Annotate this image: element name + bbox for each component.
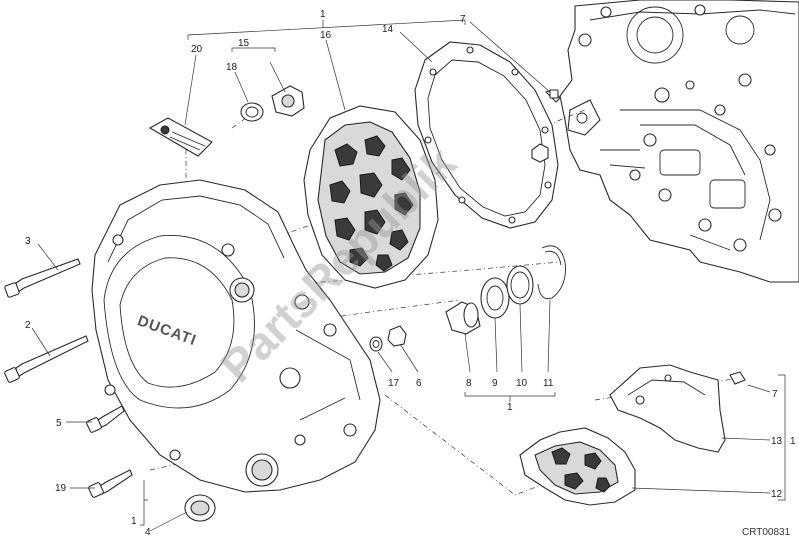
callout-1-top: 1 xyxy=(320,9,326,20)
callout-20: 20 xyxy=(191,44,203,55)
callout-1-mid: 1 xyxy=(507,402,513,413)
bracket-assembly xyxy=(519,427,636,506)
callout-16: 16 xyxy=(320,30,332,41)
callout-14: 14 xyxy=(382,24,394,35)
callout-13: 13 xyxy=(771,436,783,447)
callout-12: 12 xyxy=(771,489,783,500)
callout-5: 5 xyxy=(56,418,62,429)
callout-1-bottom: 1 xyxy=(131,516,137,527)
callout-8: 8 xyxy=(466,378,472,389)
callout-18: 18 xyxy=(226,62,238,73)
washer-and-nut xyxy=(369,325,407,352)
guard-cover xyxy=(609,364,726,453)
callout-7-right: 7 xyxy=(772,389,778,400)
drawing-code: CRT00831 xyxy=(742,527,791,538)
screws xyxy=(4,89,746,498)
callout-4: 4 xyxy=(145,527,151,538)
callout-9: 9 xyxy=(492,378,498,389)
crankcase-drawing xyxy=(559,0,799,283)
callout-17: 17 xyxy=(388,378,400,389)
label-plate xyxy=(148,117,213,157)
callout-3: 3 xyxy=(25,236,31,247)
callout-10: 10 xyxy=(516,378,528,389)
callout-11: 11 xyxy=(543,378,554,389)
callout-7-top: 7 xyxy=(460,14,466,25)
callout-numbers: 1 14 7 16 15 20 18 3 2 5 19 1 4 17 6 8 9… xyxy=(25,9,796,538)
seal-and-plug xyxy=(240,85,305,122)
cover-gasket xyxy=(414,41,559,229)
leader-lines xyxy=(31,19,786,532)
callout-1-right: 1 xyxy=(790,436,796,447)
clutch-pressure-plate xyxy=(303,105,439,289)
callout-2: 2 xyxy=(25,320,31,331)
callout-15: 15 xyxy=(238,38,250,49)
callout-6: 6 xyxy=(416,378,422,389)
oil-seal xyxy=(184,494,216,522)
bearing-set xyxy=(445,245,566,335)
callout-19: 19 xyxy=(55,483,67,494)
clutch-cover: DUCATI xyxy=(91,179,381,493)
